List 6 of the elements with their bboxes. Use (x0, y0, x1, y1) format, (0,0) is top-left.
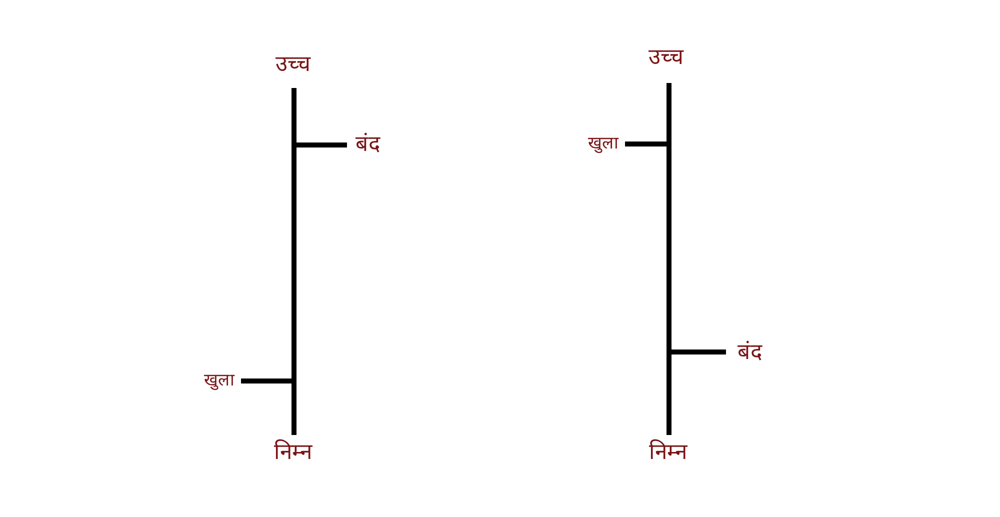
price-label: खुला (588, 136, 618, 152)
price-label: उच्च (648, 47, 684, 69)
price-label: बंद (738, 342, 762, 364)
price-label: उच्च (276, 54, 310, 76)
price-label: बंद (356, 134, 380, 156)
price-label: खुला (204, 372, 234, 390)
